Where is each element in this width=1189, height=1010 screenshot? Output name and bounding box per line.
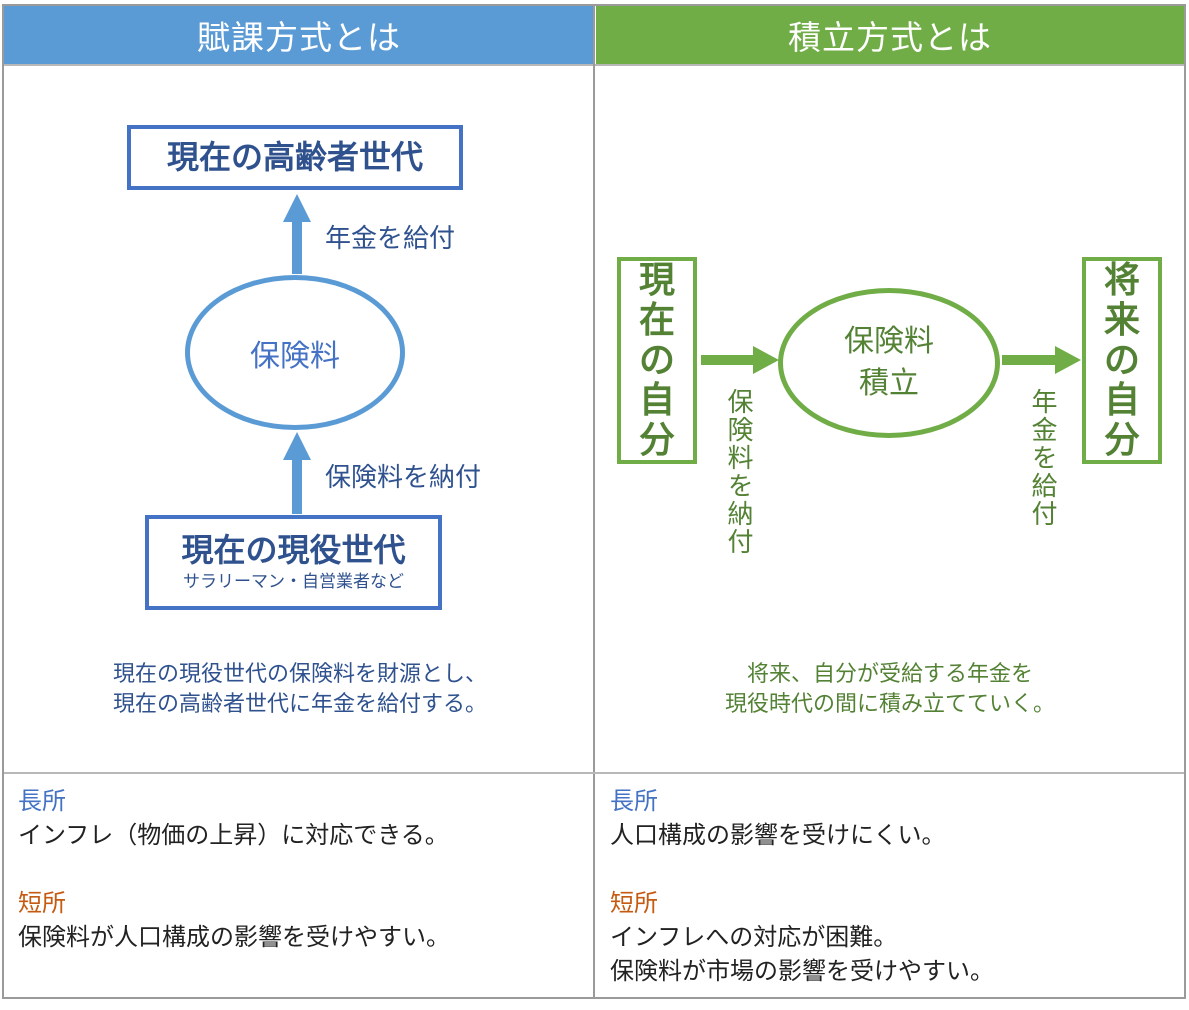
tsumitate-arrows	[701, 346, 1081, 374]
current-self-box: 現 在 の 自 分	[617, 257, 697, 464]
arrow-up-bottom	[283, 432, 311, 514]
tsumitate-description-line: 現役時代の間に積み立てていく。	[724, 692, 1055, 717]
current-self-char: 現	[638, 259, 675, 301]
fuka-description-line: 現在の高齢者世代に年金を給付する。	[112, 692, 487, 717]
tsumitate-merit-text: 人口構成の影響を受けにくい。	[610, 821, 946, 849]
premium-payment-vertical-label: 保険料を納付	[723, 388, 753, 556]
current-self-char: 在	[638, 299, 675, 341]
fuka-demerit-text: 保険料が人口構成の影響を受けやすい。	[18, 923, 450, 951]
fuka-merit-text: インフレ（物価の上昇）に対応できる。	[18, 821, 449, 849]
arrow-right-second	[1002, 346, 1081, 374]
savings-ellipse: 保険料 積立	[778, 288, 1000, 438]
future-self-char: 将	[1103, 259, 1140, 301]
diagram-frame	[2, 4, 1186, 999]
fuka-demerit-heading: 短所	[18, 889, 66, 917]
current-self-char: 自	[638, 379, 675, 421]
header-fuka: 賦課方式とは	[4, 6, 594, 64]
future-self-char: 自	[1103, 379, 1140, 421]
fuka-merit-heading: 長所	[18, 787, 66, 815]
future-self-box: 将 来 の 自 分	[1082, 257, 1162, 464]
future-self-char: 来	[1103, 299, 1140, 341]
tsumitate-demerit-heading: 短所	[610, 889, 658, 917]
header-tsumitate: 積立方式とは	[596, 6, 1184, 64]
fuka-description-line: 現在の現役世代の保険料を財源とし、	[112, 662, 487, 687]
premium-ellipse: 保険料	[185, 275, 405, 430]
premium-payment-label: 保険料を納付	[325, 463, 482, 493]
column-divider	[593, 6, 595, 997]
working-generation-sub: サラリーマン・自営業者など	[183, 572, 404, 592]
tsumitate-pros-cons: 長所 人口構成の影響を受けにくい。 短所 インフレへの対応が困難。 保険料が市場…	[610, 784, 1180, 988]
pension-payment-label: 年金を給付	[325, 224, 456, 254]
elderly-generation-box: 現在の高齢者世代	[127, 125, 463, 190]
arrow-up-top	[283, 194, 311, 274]
future-self-char: の	[1103, 339, 1140, 381]
tsumitate-demerit-text: インフレへの対応が困難。	[610, 923, 898, 951]
tsumitate-demerit-text: 保険料が市場の影響を受けやすい。	[610, 957, 994, 985]
savings-ellipse-line: 保険料	[844, 324, 934, 359]
future-self-char: 分	[1103, 419, 1140, 461]
arrow-right-first	[701, 346, 779, 374]
tsumitate-description: 将来、自分が受給する年金を 現役時代の間に積み立てていく。	[650, 660, 1130, 720]
working-generation-box: 現在の現役世代 サラリーマン・自営業者など	[145, 515, 442, 610]
savings-ellipse-line: 積立	[859, 366, 919, 401]
fuka-description: 現在の現役世代の保険料を財源とし、 現在の高齢者世代に年金を給付する。	[60, 660, 540, 720]
pension-payment-vertical-label: 年金を給付	[1027, 388, 1057, 528]
tsumitate-merit-heading: 長所	[610, 787, 658, 815]
fuka-arrows	[283, 194, 311, 514]
tsumitate-description-line: 将来、自分が受給する年金を	[746, 662, 1033, 687]
working-generation-title: 現在の現役世代	[181, 531, 406, 569]
fuka-pros-cons: 長所 インフレ（物価の上昇）に対応できる。 短所 保険料が人口構成の影響を受けや…	[18, 784, 588, 954]
section-divider	[4, 772, 1184, 774]
current-self-char: 分	[638, 419, 675, 461]
current-self-char: の	[638, 339, 675, 381]
